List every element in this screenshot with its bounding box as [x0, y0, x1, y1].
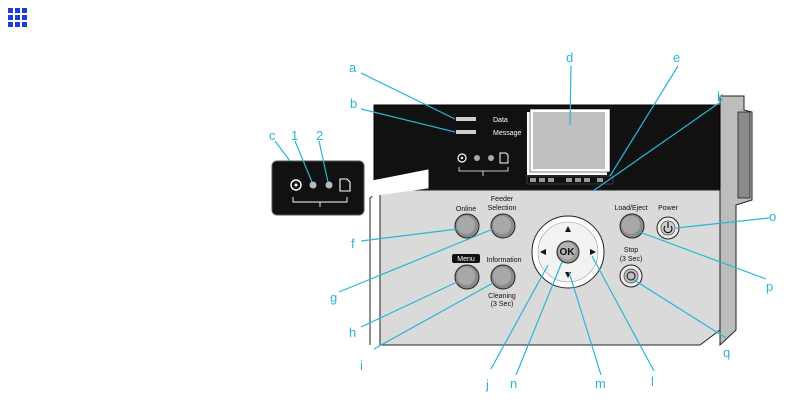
callout-h: h — [349, 325, 356, 340]
feeder-selection-label-2: Selection — [488, 205, 517, 212]
callout-2: 2 — [316, 128, 323, 143]
message-lamp: Message — [456, 130, 522, 137]
callout-p: p — [766, 279, 773, 294]
feeder-inset — [271, 160, 429, 216]
callout-d: d — [566, 50, 573, 65]
callout-b: b — [350, 96, 357, 111]
right-arrow-button[interactable] — [590, 249, 596, 255]
callout-lines — [274, 65, 770, 376]
callout-e: e — [673, 50, 680, 65]
grid-menu-icon — [8, 8, 27, 27]
printer-side — [719, 95, 753, 347]
callout-g: g — [330, 290, 337, 305]
feeder-lamps — [457, 152, 509, 176]
up-arrow-button[interactable] — [565, 226, 571, 232]
load-eject-button[interactable] — [619, 213, 645, 239]
cleaning-label-1: Cleaning — [488, 293, 516, 300]
data-label: Data — [493, 117, 508, 124]
display-screen — [527, 108, 611, 175]
stop-label-2: (3 Sec) — [620, 256, 643, 263]
menu-button[interactable] — [454, 264, 480, 290]
callout-i: i — [360, 358, 363, 373]
left-arrow-button[interactable] — [540, 249, 546, 255]
cleaning-label-2: (3 Sec) — [491, 301, 514, 308]
feeder-selection-button[interactable] — [490, 213, 516, 239]
stop-icon — [626, 271, 636, 281]
callout-n: n — [510, 376, 517, 391]
information-label: Information — [486, 257, 521, 264]
power-icon — [663, 225, 673, 234]
power-label: Power — [658, 205, 679, 212]
callout-l: l — [651, 374, 654, 389]
ok-button[interactable]: OK — [556, 240, 580, 264]
menu-label-bg — [452, 254, 480, 263]
power-button[interactable] — [656, 216, 680, 240]
sheet-icon — [499, 152, 509, 164]
stop-label-1: Stop — [624, 247, 639, 254]
callout-f: f — [351, 236, 355, 251]
display-status-strip — [526, 175, 614, 185]
stop-button[interactable] — [619, 264, 643, 288]
data-lamp: Data — [456, 117, 508, 124]
callout-m: m — [595, 376, 606, 391]
roll-icon — [457, 153, 467, 163]
callout-a: a — [349, 60, 357, 75]
online-label: Online — [456, 206, 476, 213]
ok-label: OK — [560, 247, 576, 258]
callout-j: j — [485, 377, 489, 392]
callout-k: k — [717, 89, 724, 104]
information-button[interactable] — [490, 264, 516, 290]
feeder-selection-label-1: Feeder — [491, 196, 514, 203]
callout-o: o — [769, 209, 776, 224]
callout-q: q — [723, 345, 730, 360]
message-label: Message — [493, 130, 522, 137]
callout-1: 1 — [291, 128, 298, 143]
callout-c: c — [269, 128, 276, 143]
load-eject-label: Load/Eject — [614, 205, 647, 212]
online-button[interactable] — [454, 213, 480, 239]
menu-label: Menu — [457, 256, 475, 263]
